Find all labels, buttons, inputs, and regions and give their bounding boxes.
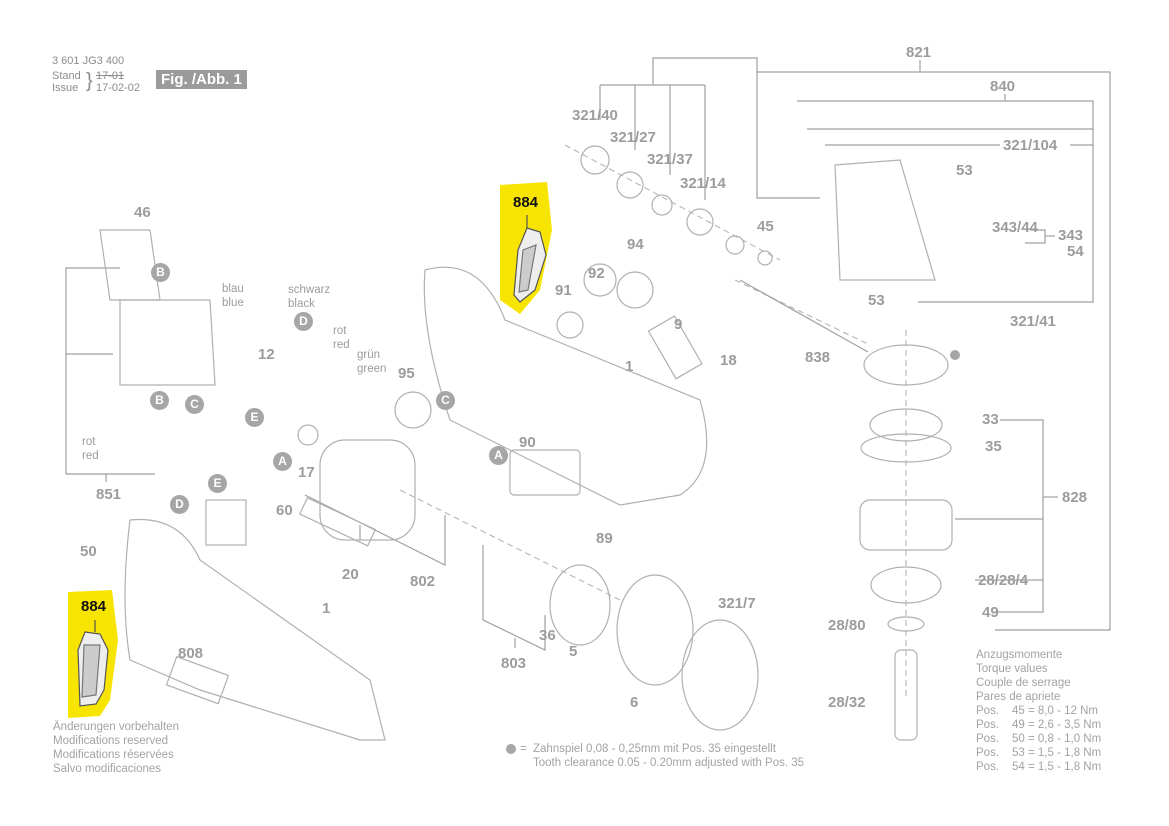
part-label-92[interactable]: 92: [588, 265, 605, 282]
part-label-35[interactable]: 35: [985, 438, 1002, 455]
part-label-50[interactable]: 50: [80, 543, 97, 560]
connector-c: C: [185, 395, 204, 414]
part-label-802[interactable]: 802: [410, 573, 436, 590]
part-label-821[interactable]: 821: [906, 44, 932, 61]
part-label-91[interactable]: 91: [555, 282, 572, 299]
part-label-20[interactable]: 20: [342, 566, 359, 583]
part-label-884-highlighted-bottom[interactable]: 884: [81, 598, 107, 615]
part-label-95[interactable]: 95: [398, 365, 415, 382]
connector-b: B: [150, 391, 169, 410]
part-label-1-top[interactable]: 1: [625, 358, 634, 375]
torque-row: Pos.49 = 2,6 - 3,5 Nm: [976, 719, 1102, 731]
torque-title-fr: Couple de serrage: [976, 677, 1071, 689]
part-label-803[interactable]: 803: [501, 655, 527, 672]
part-label-53-top[interactable]: 53: [956, 162, 973, 179]
part-label-5[interactable]: 5: [569, 643, 578, 660]
connector-e: E: [245, 408, 264, 427]
part-number: 3 601 JG3 400: [52, 55, 125, 67]
part-label-89[interactable]: 89: [596, 530, 613, 547]
part-label-90[interactable]: 90: [519, 434, 536, 451]
part-label-1-bottom[interactable]: 1: [322, 600, 331, 617]
figure-label: Fig. /Abb. 1: [156, 70, 247, 89]
modifications-notice: Änderungen vorbehalten Modifications res…: [53, 721, 179, 775]
connector-a: A: [489, 446, 508, 465]
part-label-840[interactable]: 840: [990, 78, 1016, 95]
connector-c: C: [436, 391, 455, 410]
tooth-clearance-note: Zahnspiel 0,08 - 0,25mm mit Pos. 35 eing…: [533, 743, 805, 769]
part-label-46[interactable]: 46: [134, 204, 151, 221]
part-label-12[interactable]: 12: [258, 346, 275, 363]
torque-row: Pos.53 = 1,5 - 1,8 Nm: [976, 747, 1102, 759]
part-label-343[interactable]: 343: [1058, 227, 1084, 244]
part-label-94[interactable]: 94: [627, 236, 644, 253]
stand-old-date: 17-01: [96, 70, 125, 82]
brace: }: [86, 70, 93, 92]
part-label-36[interactable]: 36: [539, 627, 556, 644]
part-label-33[interactable]: 33: [982, 411, 999, 428]
connector-b: B: [151, 263, 170, 282]
part-label-9[interactable]: 9: [674, 316, 683, 333]
part-label-321-27[interactable]: 321/27: [610, 129, 656, 146]
part-label-321-7[interactable]: 321/7: [718, 595, 756, 612]
tooth-clearance-equals: =: [520, 743, 527, 755]
part-label-49[interactable]: 49: [982, 604, 999, 621]
part-label-838[interactable]: 838: [805, 349, 831, 366]
part-label-321-14[interactable]: 321/14: [680, 175, 726, 192]
connector-e: E: [208, 474, 227, 493]
part-label-828[interactable]: 828: [1062, 489, 1088, 506]
vent-grille-bottom: [77, 620, 109, 707]
part-label-28-80[interactable]: 28/80: [828, 617, 866, 634]
vent-grille-top: [513, 215, 547, 303]
connector-d: D: [170, 495, 189, 514]
tooth-clearance-dot-legend: [506, 744, 516, 754]
torque-title-de: Anzugsmomente: [976, 649, 1063, 661]
torque-row: Pos.45 = 8,0 - 12 Nm: [976, 705, 1098, 717]
part-label-6[interactable]: 6: [630, 694, 639, 711]
part-label-28-32[interactable]: 28/32: [828, 694, 866, 711]
connector-d: D: [294, 312, 313, 331]
stand-label: Stand: [52, 70, 81, 82]
torque-title-en: Torque values: [976, 663, 1048, 675]
torque-row: Pos.54 = 1,5 - 1,8 Nm: [976, 761, 1102, 773]
part-label-321-41[interactable]: 321/41: [1010, 313, 1056, 330]
connector-a: A: [273, 452, 292, 471]
part-label-808[interactable]: 808: [178, 645, 204, 662]
part-label-321-37[interactable]: 321/37: [647, 151, 693, 168]
torque-values-table: Anzugsmomente Torque values Couple de se…: [976, 648, 1101, 774]
torque-title-es: Pares de apriete: [976, 691, 1061, 703]
issue-label: Issue: [52, 82, 79, 94]
part-label-343-44[interactable]: 343/44: [992, 219, 1038, 236]
part-label-53-bottom[interactable]: 53: [868, 292, 885, 309]
part-label-321-104[interactable]: 321/104: [1003, 137, 1058, 154]
part-label-17[interactable]: 17: [298, 464, 315, 481]
part-label-851[interactable]: 851: [96, 486, 122, 503]
tooth-clearance-dot: [950, 350, 960, 360]
part-label-60[interactable]: 60: [276, 502, 293, 519]
part-label-54[interactable]: 54: [1067, 243, 1084, 260]
torque-row: Pos.50 = 0,8 - 1,0 Nm: [976, 733, 1102, 745]
part-label-28-28-4[interactable]: 28/28/4: [978, 572, 1029, 589]
issue-date: 17-02-02: [96, 82, 141, 94]
part-label-884-highlighted-top[interactable]: 884: [513, 194, 539, 211]
part-label-18[interactable]: 18: [720, 352, 737, 369]
part-label-45[interactable]: 45: [757, 218, 774, 235]
part-label-321-40[interactable]: 321/40: [572, 107, 618, 124]
part-outlines: [99, 145, 953, 741]
